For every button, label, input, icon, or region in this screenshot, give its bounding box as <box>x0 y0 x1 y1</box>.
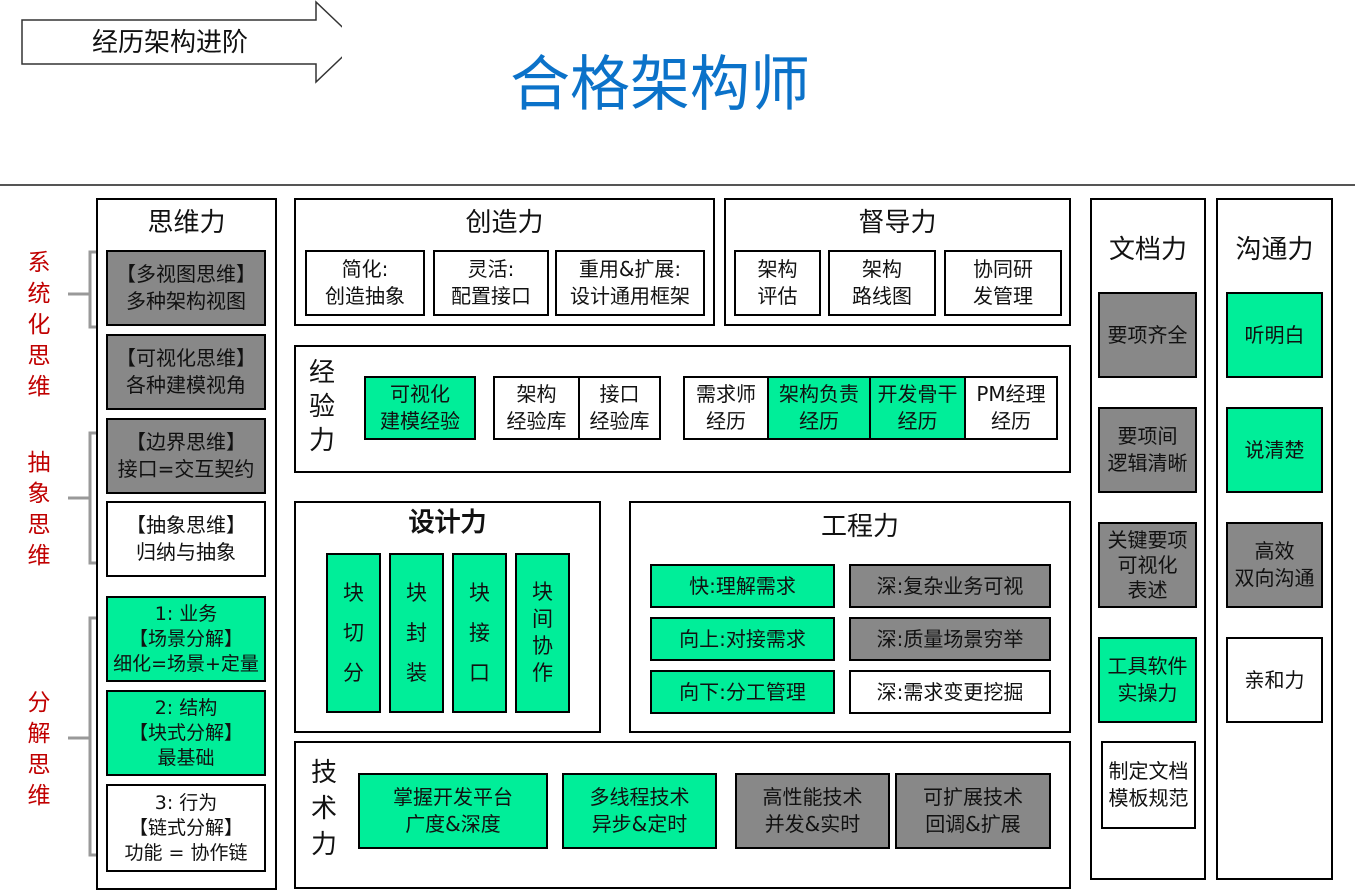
header-arrow-label: 经历架构进阶 <box>91 28 248 58</box>
documentation-item-complete: 要项齐全 <box>1098 292 1197 378</box>
experience-item-arch-lib: 架构 经验库 <box>493 376 580 440</box>
communication-item-speak: 说清楚 <box>1226 407 1323 493</box>
thinking-item-scenario-decomp: 1: 业务 【场景分解】 细化=场景+定量 <box>106 596 266 682</box>
documentation-title: 文档力 <box>1108 235 1187 265</box>
header-arrow-shape <box>21 0 342 84</box>
engineering-title: 工程力 <box>820 512 899 542</box>
thinking-item-visual: 【可视化思维】 各种建模视角 <box>106 334 266 410</box>
documentation-item-logic: 要项间 逻辑清晰 <box>1098 407 1197 493</box>
engineering-item-change: 深:需求变更挖掘 <box>849 670 1051 714</box>
label-systematic-thinking: 系 统 化 思 维 <box>27 250 51 400</box>
experience-item-interface-lib: 接口 经验库 <box>578 376 661 440</box>
page-title: 合格架构师 <box>510 50 810 120</box>
experience-item-pm: PM经理 经历 <box>964 376 1058 440</box>
experience-title: 经 验 力 <box>308 358 335 456</box>
design-item-collab: 块间协作 <box>515 553 570 713</box>
supervision-item-evaluation: 架构 评估 <box>734 250 821 316</box>
label-abstract-thinking: 抽 象 思 维 <box>27 450 51 569</box>
design-item-interface: 块接口 <box>452 553 507 713</box>
design-item-encapsulate: 块封装 <box>389 553 444 713</box>
thinking-item-block-decomp: 2: 结构 【块式分解】 最基础 <box>106 690 266 776</box>
creativity-item-simplify: 简化: 创造抽象 <box>305 250 425 316</box>
supervision-item-collab: 协同研 发管理 <box>944 250 1062 316</box>
technology-item-multithread: 多线程技术 异步&定时 <box>562 773 717 849</box>
experience-item-requirements: 需求师 经历 <box>683 376 769 440</box>
thinking-item-boundary: 【边界思维】 接口=交互契约 <box>106 418 266 494</box>
experience-item-modeling: 可视化 建模经验 <box>364 376 476 440</box>
thinking-item-chain-decomp: 3: 行为 【链式分解】 功能 = 协作链 <box>106 784 266 872</box>
communication-item-affinity: 亲和力 <box>1226 637 1323 723</box>
creativity-item-reuse: 重用&扩展: 设计通用框架 <box>555 250 705 316</box>
design-item-split: 块切分 <box>326 553 381 713</box>
experience-item-arch-lead: 架构负责 经历 <box>767 376 871 440</box>
technology-title: 技 术 力 <box>310 758 337 860</box>
engineering-item-understand: 快:理解需求 <box>650 564 835 608</box>
header-divider <box>0 184 1355 186</box>
thinking-title: 思维力 <box>147 208 226 238</box>
thinking-item-abstract: 【抽象思维】 归纳与抽象 <box>106 501 266 577</box>
creativity-title: 创造力 <box>465 208 544 238</box>
label-decomposition-thinking: 分 解 思 维 <box>27 690 51 809</box>
design-item-encapsulate-text: 块封装 <box>406 581 427 685</box>
creativity-item-flexible: 灵活: 配置接口 <box>433 250 549 316</box>
technology-item-extensible: 可扩展技术 回调&扩展 <box>895 773 1051 849</box>
engineering-item-downward: 向下:分工管理 <box>650 670 835 714</box>
engineering-item-quality: 深:质量场景穷举 <box>849 617 1051 661</box>
communication-item-listen: 听明白 <box>1226 292 1323 378</box>
supervision-title: 督导力 <box>858 208 937 238</box>
design-title: 设计力 <box>408 508 487 538</box>
documentation-item-tools: 工具软件 实操力 <box>1098 637 1197 723</box>
design-item-split-text: 块切分 <box>343 581 364 685</box>
documentation-item-visual: 关键要项 可视化 表述 <box>1098 522 1197 608</box>
communication-title: 沟通力 <box>1235 235 1314 265</box>
design-item-collab-text: 块间协作 <box>532 580 553 685</box>
technology-item-performance: 高性能技术 并发&实时 <box>735 773 890 849</box>
experience-item-dev-lead: 开发骨干 经历 <box>869 376 966 440</box>
thinking-item-multiview: 【多视图思维】 多种架构视图 <box>106 250 266 326</box>
documentation-item-template: 制定文档 模板规范 <box>1101 741 1196 829</box>
supervision-item-roadmap: 架构 路线图 <box>828 250 936 316</box>
communication-item-two-way: 高效 双向沟通 <box>1226 522 1323 608</box>
technology-item-platform: 掌握开发平台 广度&深度 <box>358 773 548 849</box>
design-item-interface-text: 块接口 <box>469 581 490 685</box>
engineering-item-upward: 向上:对接需求 <box>650 617 835 661</box>
engineering-item-complex: 深:复杂业务可视 <box>849 564 1051 608</box>
